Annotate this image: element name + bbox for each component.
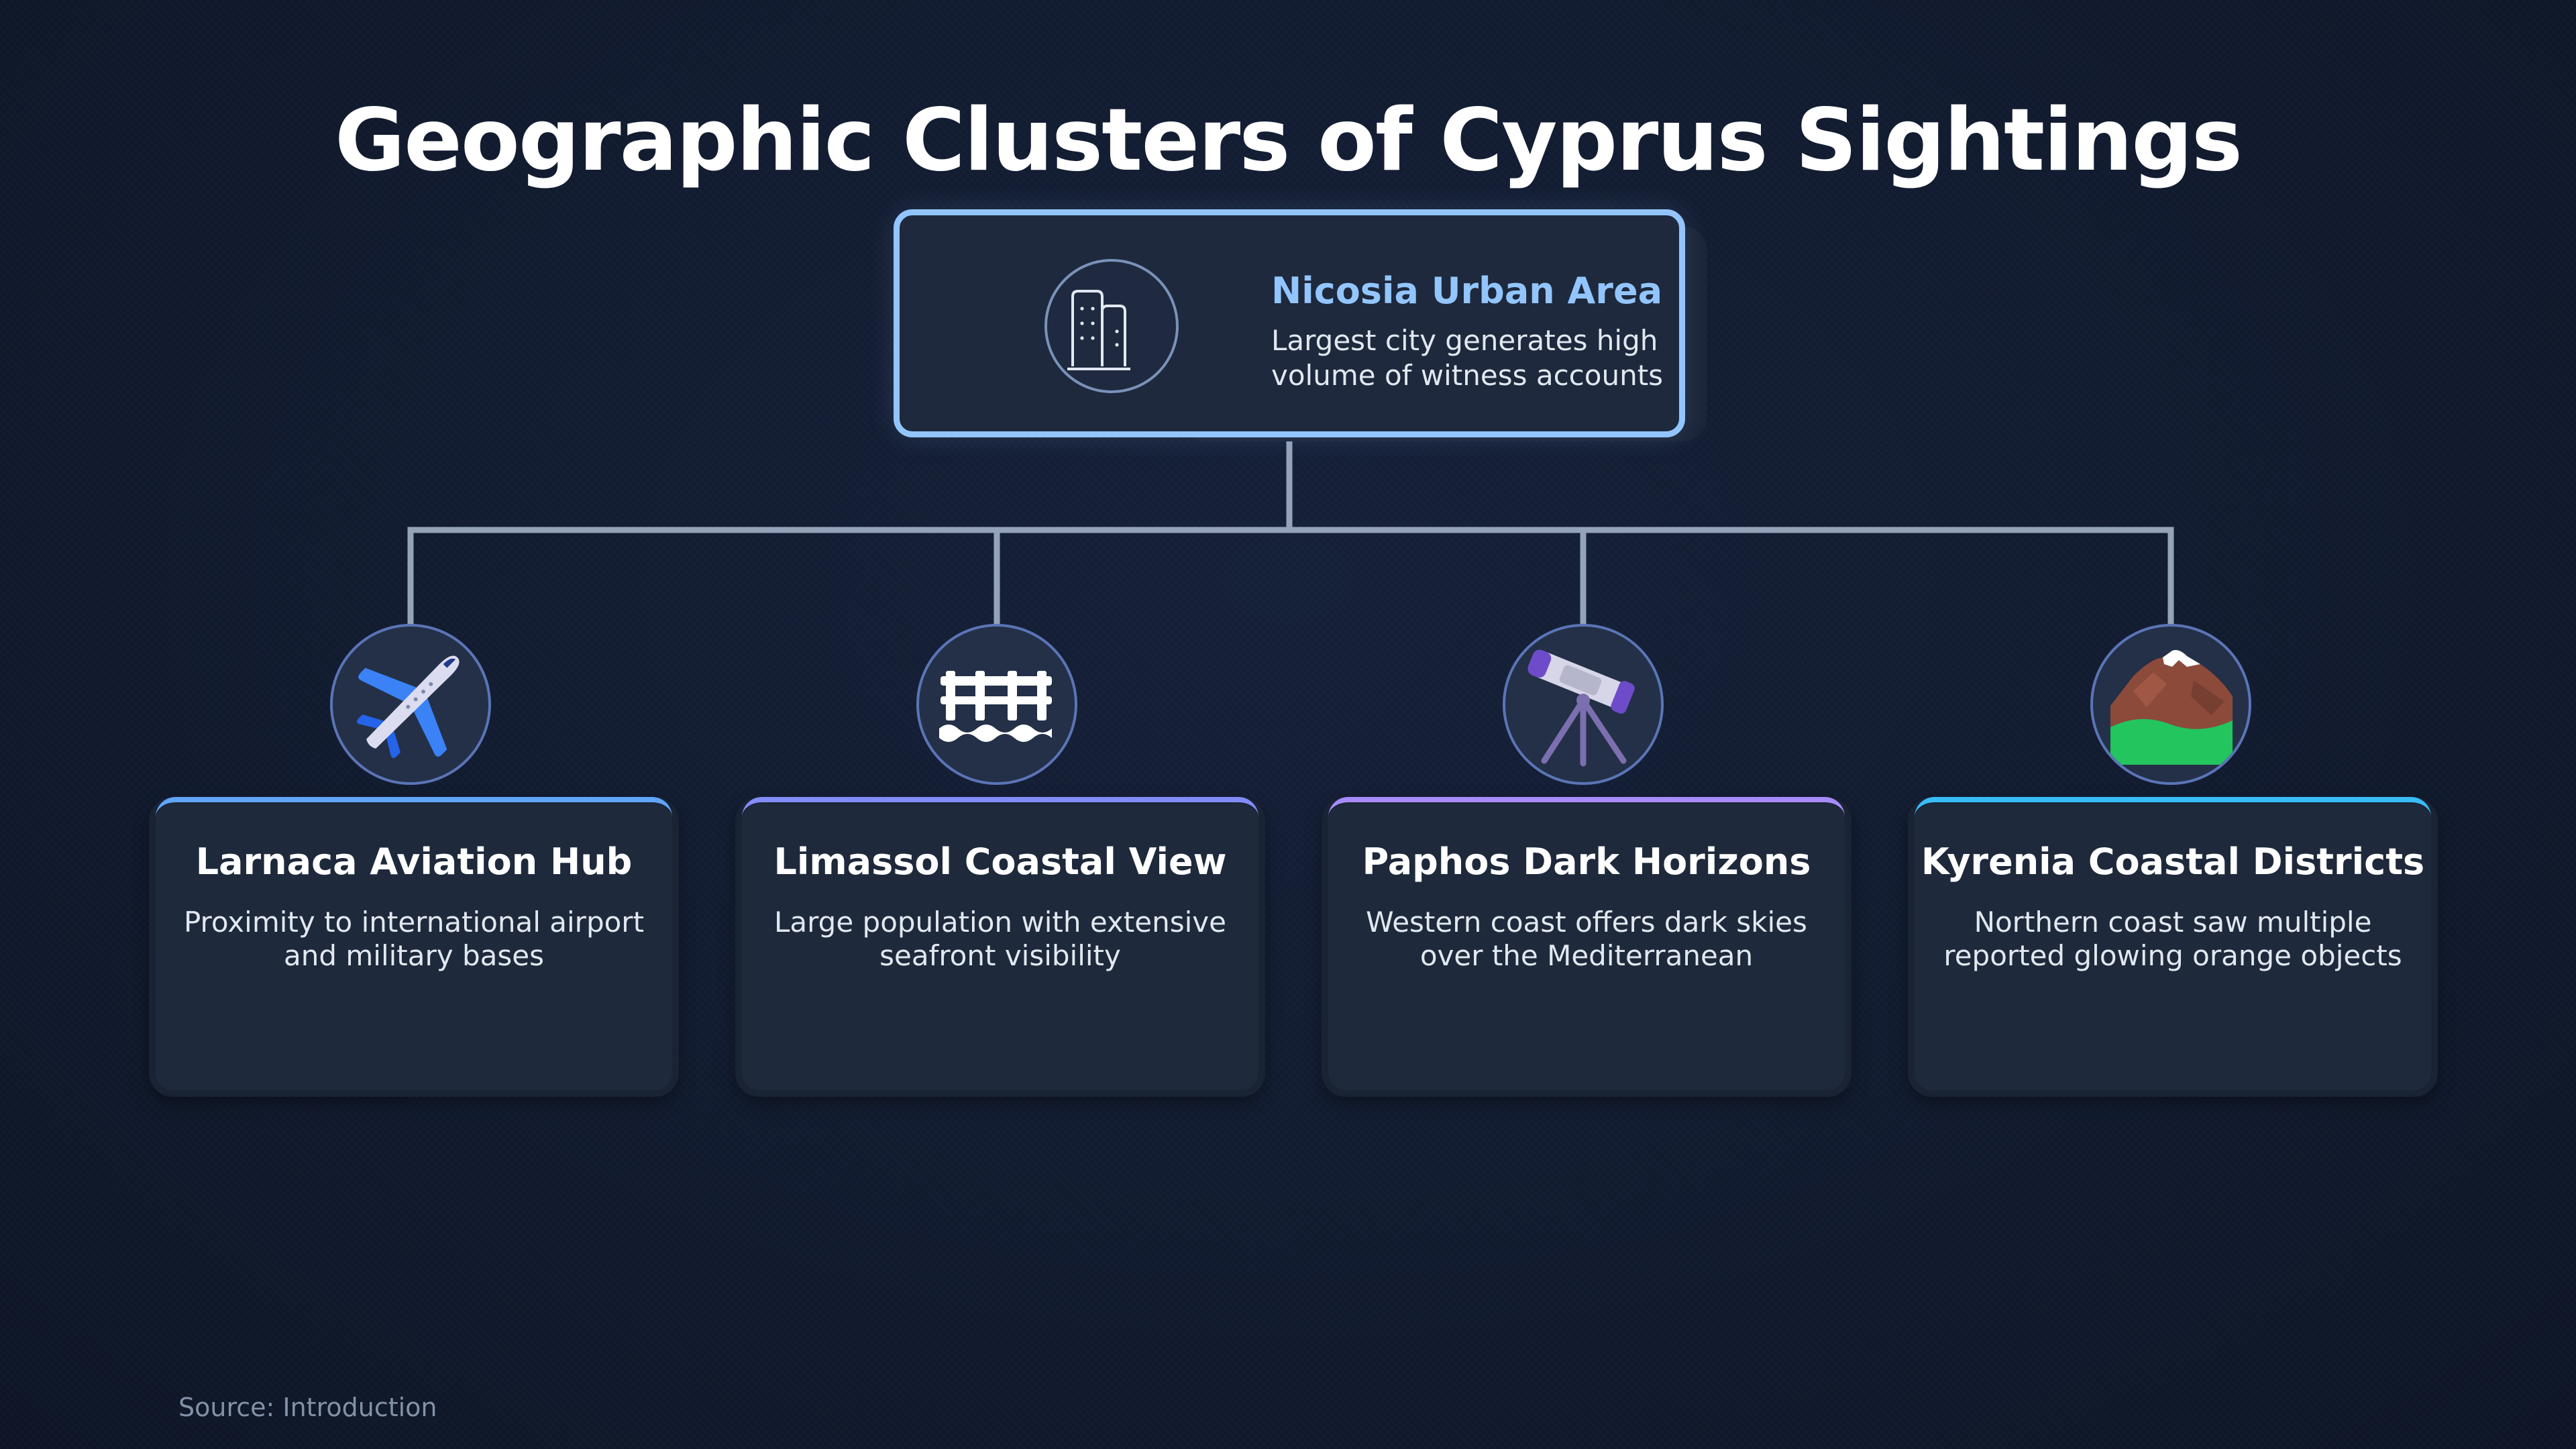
child-desc-line: reported glowing orange objects	[1943, 939, 2402, 972]
card-accent-bar	[156, 797, 672, 817]
child-node-title: Paphos Dark Horizons	[1362, 841, 1811, 883]
page-title: Geographic Clusters of Cyprus Sightings	[335, 91, 2243, 191]
child-node-card-kyrenia[interactable]: Kyrenia Coastal Districts Northern coast…	[1908, 797, 2438, 1097]
child-node-card-larnaca[interactable]: Larnaca Aviation Hub Proximity to intern…	[149, 797, 679, 1097]
child-node-title: Larnaca Aviation Hub	[195, 841, 633, 883]
root-node-card[interactable]	[894, 209, 1685, 437]
card-accent-bar	[742, 797, 1258, 817]
child-desc-line: and military bases	[284, 939, 544, 972]
mountain-icon	[2090, 624, 2251, 785]
child-node-title: Kyrenia Coastal Districts	[1921, 841, 2425, 883]
child-node-card-limassol[interactable]: Limassol Coastal View Large population w…	[735, 797, 1265, 1097]
child-desc-line: Proximity to international airport	[183, 906, 645, 938]
child-desc-line: seafront visibility	[879, 939, 1121, 972]
child-desc-line: Large population with extensive	[774, 906, 1226, 938]
root-desc-line: Largest city generates high	[1271, 324, 1658, 357]
child-node-description: Proximity to international airport and m…	[156, 906, 672, 973]
child-node-description: Large population with extensive seafront…	[742, 906, 1258, 973]
root-node-text: Nicosia Urban Area Largest city generate…	[1271, 267, 1674, 393]
child-desc-line: Western coast offers dark skies	[1366, 906, 1807, 938]
child-desc-line: Northern coast saw multiple	[1974, 906, 2372, 938]
root-desc-line: volume of witness accounts	[1271, 359, 1664, 392]
source-note: Source: Introduction	[178, 1393, 437, 1422]
child-node-title: Limassol Coastal View	[773, 841, 1227, 883]
child-node-description: Northern coast saw multiple reported glo…	[1915, 906, 2431, 973]
telescope-icon	[1503, 624, 1664, 785]
airplane-icon	[330, 624, 491, 785]
root-node-title: Nicosia Urban Area	[1271, 270, 1663, 312]
root-node-description: Largest city generates high volume of wi…	[1271, 323, 1674, 393]
buildings-icon	[1044, 259, 1179, 393]
child-node-description: Western coast offers dark skies over the…	[1328, 906, 1845, 973]
pier-waves-icon	[916, 624, 1077, 785]
child-node-card-paphos[interactable]: Paphos Dark Horizons Western coast offer…	[1322, 797, 1851, 1097]
child-desc-line: over the Mediterranean	[1419, 939, 1754, 972]
card-accent-bar	[1328, 797, 1845, 817]
card-accent-bar	[1915, 797, 2431, 817]
